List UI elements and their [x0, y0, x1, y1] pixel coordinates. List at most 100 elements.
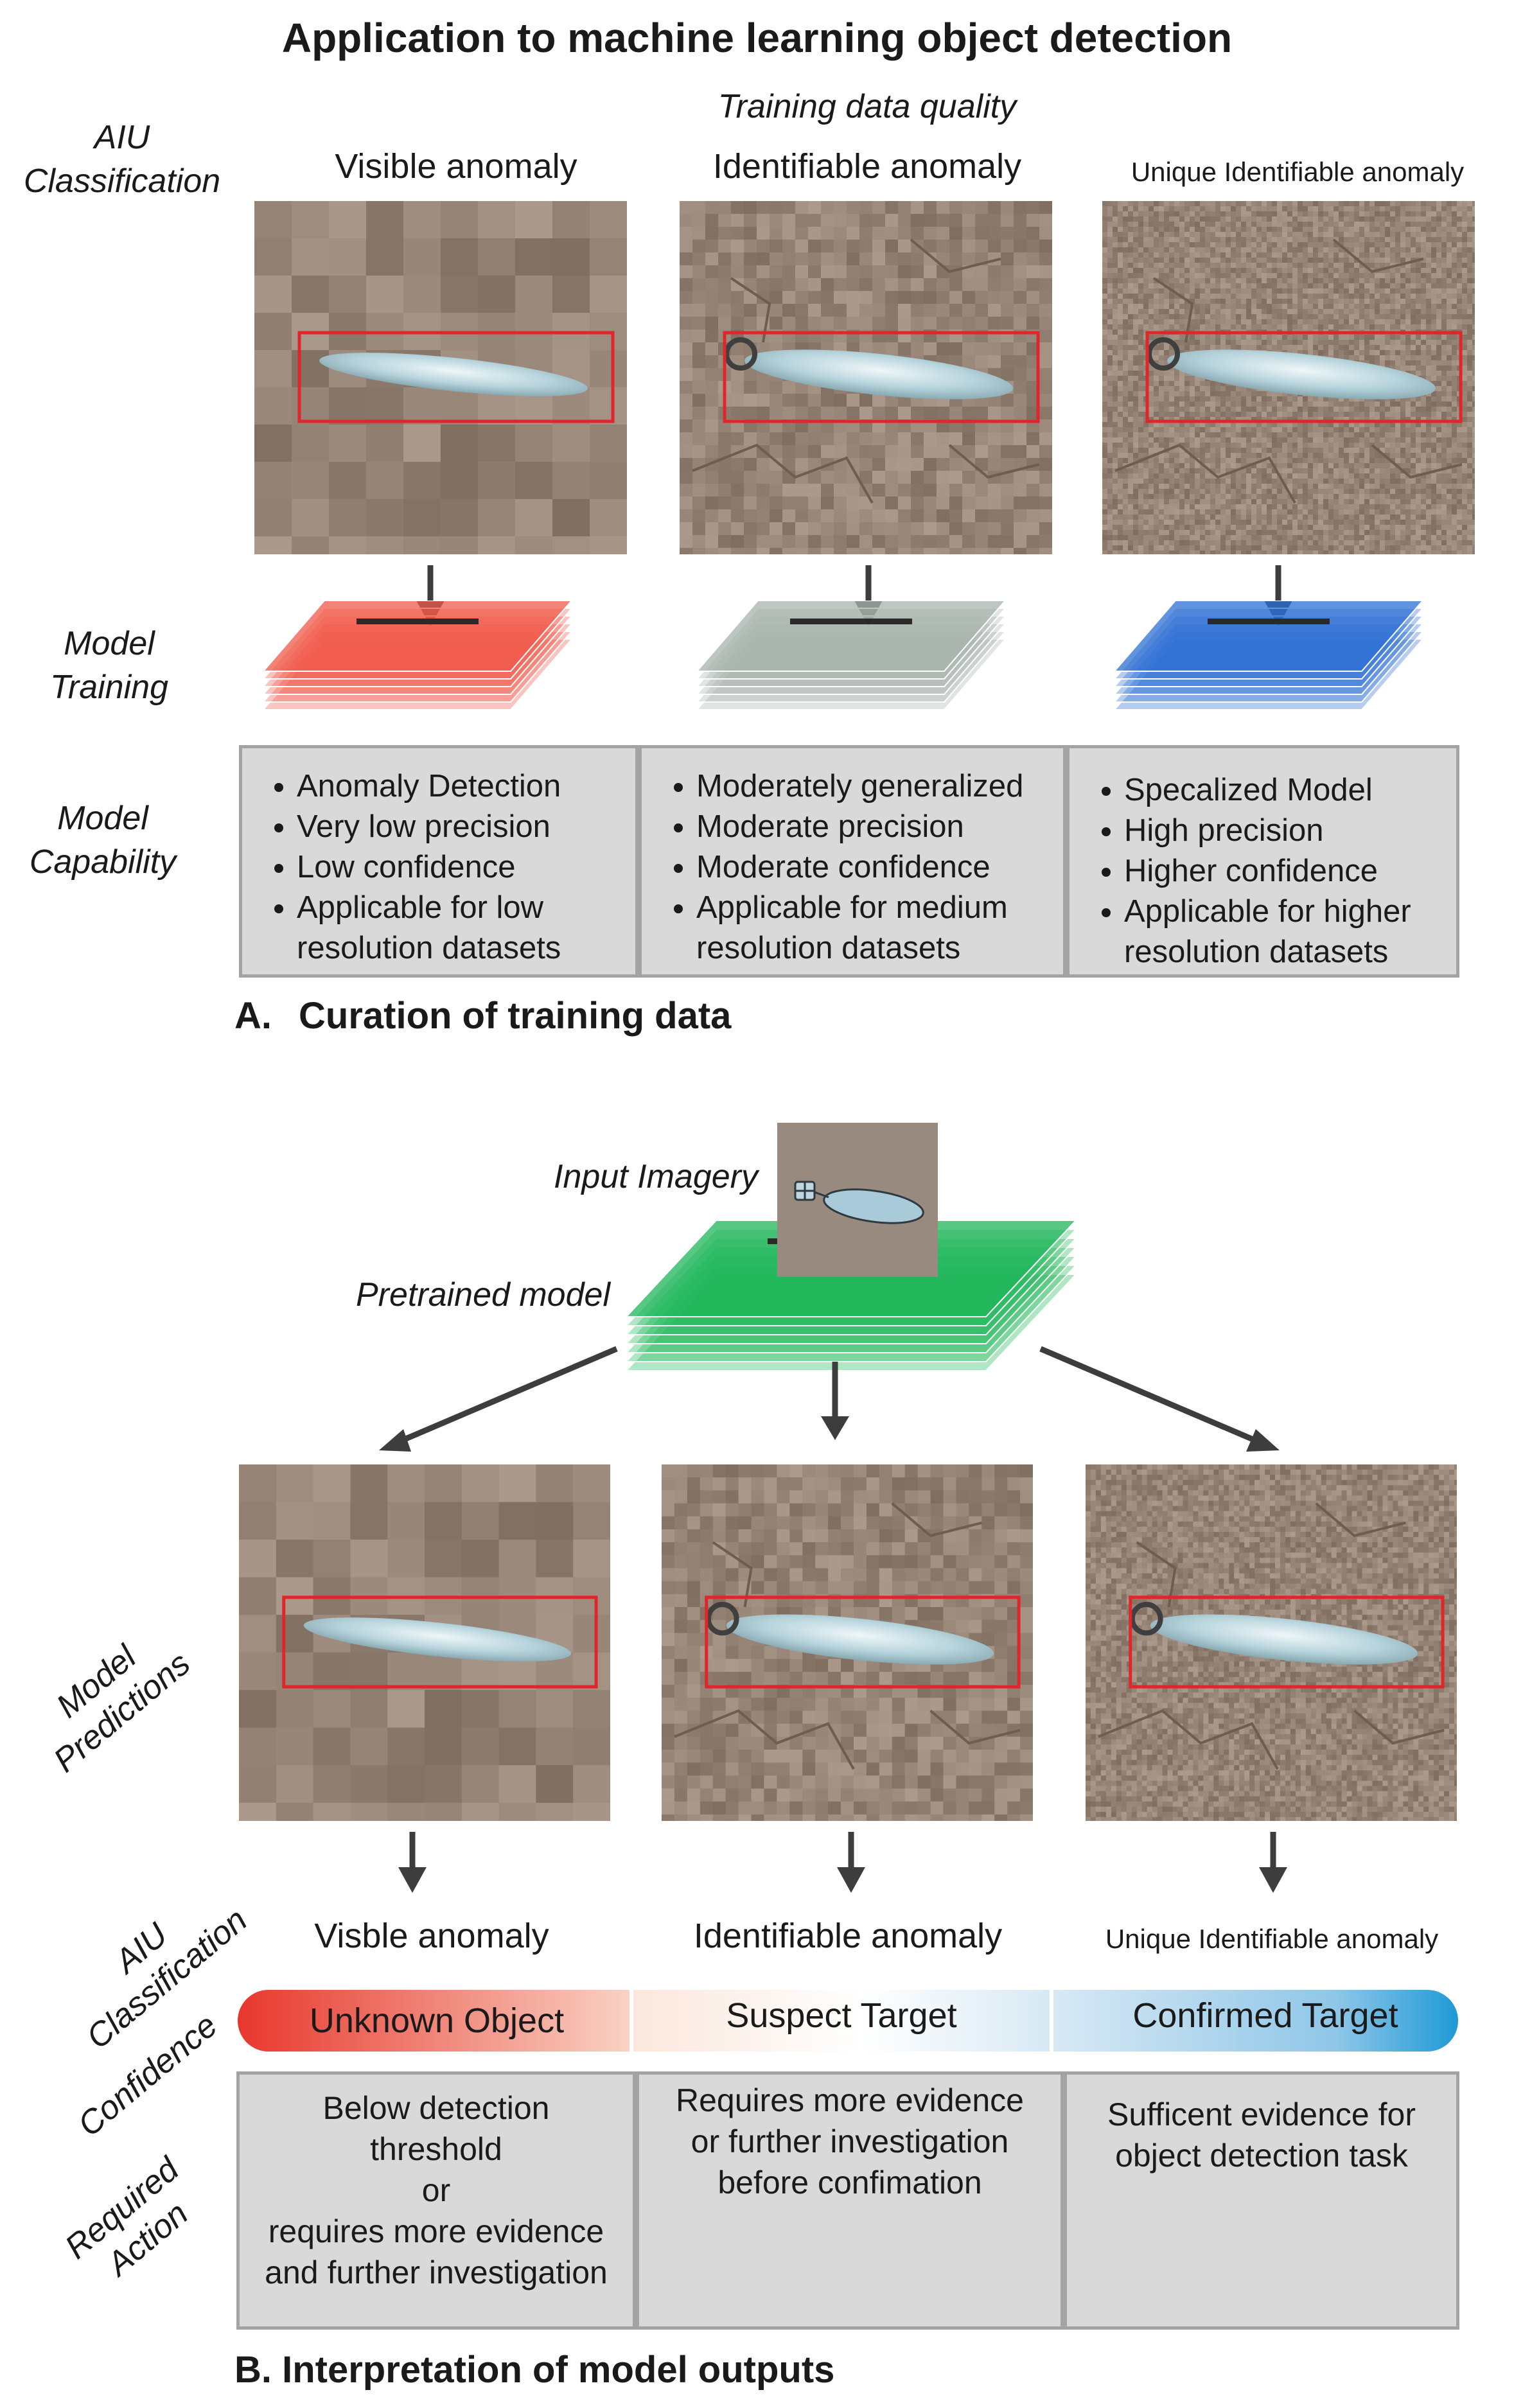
arrow-left-head — [379, 1429, 411, 1452]
caption-letter-a: A. — [234, 995, 272, 1037]
ground-cracks — [1098, 1502, 1445, 1770]
row-label-line: Training — [49, 669, 168, 706]
input-imagery-tile — [777, 1123, 938, 1277]
action-line: Sufficent evidence for — [1107, 2096, 1416, 2132]
tail-fins-icon — [1129, 1601, 1163, 1636]
column-heading-visible: Visible anomaly — [335, 147, 577, 186]
down-arrow-icon — [398, 1832, 427, 1893]
classification-visible: Visble anomaly — [314, 1917, 549, 1955]
low-res-prediction-image — [239, 1464, 610, 1821]
detection-bounding-box — [297, 331, 615, 423]
training-image-high-res — [1102, 201, 1475, 554]
capability-item: Low confidence — [297, 847, 624, 888]
input-plate — [1208, 619, 1330, 624]
classification-unique: Unique Identifiable anomaly — [1105, 1924, 1439, 1954]
action-line: or further investigation — [691, 2123, 1009, 2159]
prediction-image-medium-res — [662, 1464, 1033, 1821]
pretrained-model-label: Pretrained model — [356, 1276, 610, 1314]
detection-bounding-box — [723, 331, 1040, 423]
capability-list: Anomaly DetectionVery low precisionLow c… — [242, 748, 635, 969]
high-res-prediction-image — [1086, 1464, 1457, 1821]
tail-fins-icon — [705, 1601, 739, 1636]
capability-item: High precision — [1124, 811, 1445, 851]
capability-item: Applicable for higher resolution dataset… — [1124, 892, 1445, 972]
action-line: requires more evidence — [268, 2213, 604, 2249]
row-label-line: Model — [57, 800, 148, 837]
ordnance-icon — [823, 1188, 924, 1224]
action-line: threshold — [370, 2131, 502, 2167]
action-text: Sufficent evidence for object detection t… — [1067, 2094, 1456, 2176]
ordnance-body — [1167, 349, 1436, 400]
tail-fins-icon — [794, 1181, 829, 1201]
training-image-low-res — [254, 201, 627, 554]
confidence-segment-medium — [633, 1990, 1050, 2052]
ground-texture — [1086, 1464, 1457, 1821]
ordnance-body — [303, 1617, 572, 1662]
detection-bounding-box — [1129, 1595, 1445, 1689]
ground-texture — [239, 1464, 610, 1821]
capability-list: Specalized ModelHigh precisionHigher con… — [1069, 748, 1456, 972]
arrow-right-head — [1246, 1429, 1280, 1452]
model-layer-stack-blue — [1114, 601, 1425, 710]
model-layer — [1114, 601, 1424, 672]
model-layer — [263, 601, 573, 672]
action-line: object detection task — [1115, 2138, 1408, 2174]
model-layer — [697, 601, 1007, 672]
capability-item: Very low precision — [297, 807, 624, 847]
capability-box-high: Specalized ModelHigh precisionHigher con… — [1066, 745, 1459, 978]
prediction-image-high-res — [1086, 1464, 1457, 1821]
action-line: and further investigation — [265, 2254, 608, 2290]
training-image-medium-res — [680, 201, 1052, 554]
ground-cracks — [674, 1502, 1021, 1770]
pretrained-model-stack — [626, 1220, 1078, 1371]
arrow-left-icon — [397, 1346, 618, 1445]
capability-box-medium: Moderately generalizedModerate precision… — [638, 745, 1066, 978]
classification-identifiable: Identifiable anomaly — [693, 1917, 1003, 1955]
training-data-quality-label: Training data quality — [717, 88, 1017, 125]
confidence-segment-low — [238, 1990, 629, 2052]
row-label-line: Capability — [29, 843, 177, 881]
high-res-ordnance-image — [1102, 201, 1475, 554]
confidence-label-unknown: Unknown Object — [309, 2001, 565, 2040]
down-arrow-icon — [1259, 1832, 1287, 1893]
medium-res-ordnance-image — [680, 201, 1052, 554]
ground-cracks — [1114, 238, 1463, 504]
model-layer-stack-gray — [697, 601, 1007, 710]
ordnance-body — [726, 1614, 994, 1665]
ground-texture — [680, 201, 1052, 554]
capability-item: Higher confidence — [1124, 851, 1445, 892]
detection-bounding-box — [1145, 331, 1463, 423]
capability-item: Anomaly Detection — [297, 766, 624, 807]
input-plate — [790, 619, 912, 624]
column-heading-unique: Unique Identifiable anomaly — [1131, 157, 1465, 187]
input-plate — [356, 619, 479, 624]
action-box-confirmed: Sufficent evidence for object detection t… — [1064, 2071, 1459, 2330]
row-label-required-action: Required Action — [35, 2131, 234, 2316]
confidence-label-confirmed: Confirmed Target — [1132, 1996, 1398, 2035]
capability-box-low: Anomaly DetectionVery low precisionLow c… — [239, 745, 638, 978]
capability-item: Applicable for low resolution datasets — [297, 888, 624, 969]
tail-fins-icon — [724, 337, 757, 371]
caption-section-a: Curation of training data — [299, 995, 732, 1037]
input-imagery-label: Input Imagery — [554, 1158, 758, 1195]
confidence-segment-high — [1053, 1990, 1458, 2052]
row-label-line: AIU — [94, 119, 150, 156]
detection-bounding-box — [282, 1595, 598, 1689]
capability-item: Applicable for medium resolution dataset… — [696, 888, 1052, 969]
action-line: before confimation — [717, 2165, 982, 2201]
capability-item: Specalized Model — [1124, 770, 1445, 811]
capability-item: Moderately generalized — [696, 766, 1052, 807]
row-label-line: Classification — [23, 163, 221, 200]
ordnance-body — [1150, 1614, 1418, 1665]
capability-item: Moderate confidence — [696, 847, 1052, 888]
figure-title: Application to machine learning object d… — [281, 15, 1233, 61]
ground-cracks — [692, 238, 1040, 504]
medium-res-prediction-image — [662, 1464, 1033, 1821]
row-label-line: Model — [64, 625, 155, 662]
ordnance-body — [744, 349, 1013, 400]
low-res-ordnance-image — [254, 201, 627, 554]
row-label-model-predictions: Model Predictions — [10, 1604, 209, 1789]
